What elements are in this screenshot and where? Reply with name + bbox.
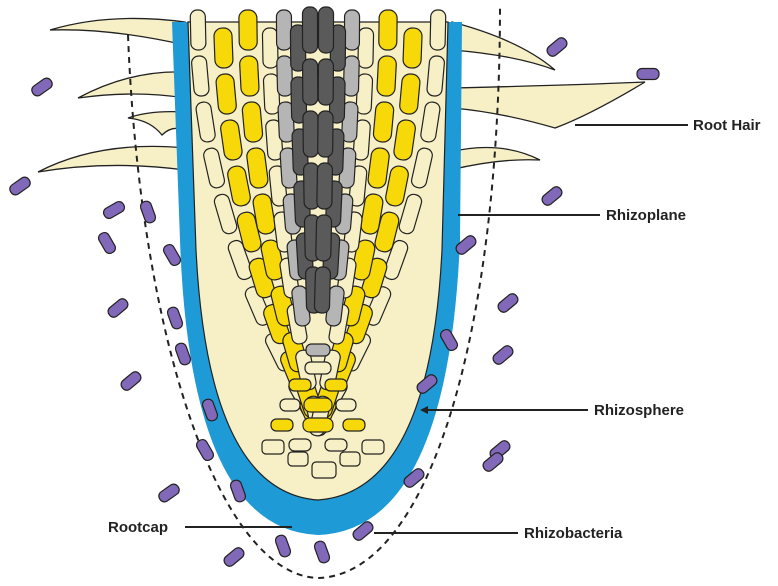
rhizobacterium: [102, 200, 127, 221]
rhizobacterium: [162, 243, 183, 268]
rootcap-cell: [362, 440, 384, 454]
rhizobacterium: [313, 540, 331, 564]
dark-cell: [317, 163, 333, 209]
epi-cell: [430, 10, 446, 50]
rhizobacterium: [166, 306, 184, 330]
rhizobacterium: [139, 200, 157, 224]
dark-cell: [318, 59, 333, 105]
meristem-cell: [289, 439, 311, 451]
meristem-cell: [303, 418, 333, 432]
rhizobacterium: [157, 482, 181, 504]
rootcap-cell: [312, 462, 336, 478]
rhizobacterium: [545, 36, 569, 59]
rhizobacterium: [274, 534, 292, 558]
label-root-hair: Root Hair: [693, 117, 761, 135]
rhizobacterium: [30, 76, 54, 98]
cortex-cell: [239, 56, 259, 97]
root-hair: [452, 22, 555, 70]
cortex-cell: [403, 28, 423, 69]
rootcap-cell: [288, 452, 308, 466]
light-cell: [344, 10, 359, 50]
cortex-cell: [215, 73, 237, 114]
rootcap-cell: [340, 452, 360, 466]
meristem-cell: [304, 398, 332, 412]
root-hair: [38, 146, 185, 172]
rhizobacterium: [491, 344, 515, 367]
root-hair: [50, 18, 185, 45]
dark-cell: [318, 111, 334, 157]
meristem-cell: [280, 399, 300, 411]
meristem-cell: [289, 379, 311, 391]
dark-cell: [318, 7, 333, 53]
dark-cell: [314, 267, 330, 313]
label-rhizobacteria: Rhizobacteria: [524, 525, 622, 543]
rhizobacterium: [8, 175, 32, 197]
dark-cell: [303, 111, 319, 157]
meristem-cell: [271, 419, 293, 431]
root-hair: [452, 82, 645, 128]
epi-cell: [358, 28, 374, 68]
cortex-cell: [214, 28, 234, 69]
cortex-cell: [242, 101, 264, 142]
rhizobacterium: [106, 297, 130, 320]
rootcap-cell: [262, 440, 284, 454]
epi-cell: [426, 55, 445, 96]
cortex-cell: [373, 101, 395, 142]
label-rhizoplane: Rhizoplane: [606, 207, 686, 225]
meristem-cell: [325, 439, 347, 451]
cortex-cell: [399, 73, 421, 114]
dark-cell: [316, 215, 332, 261]
root-hair: [450, 148, 540, 171]
dark-cell: [302, 7, 317, 53]
rhizobacterium: [496, 292, 520, 315]
meristem-cell: [336, 399, 356, 411]
epi-cell: [262, 28, 278, 68]
rhizobacterium: [540, 185, 564, 208]
rhizobacterium: [222, 546, 246, 569]
cortex-cell: [379, 10, 398, 50]
rhizobacterium: [637, 69, 659, 80]
rhizobacterium: [481, 451, 505, 474]
label-rhizosphere: Rhizosphere: [594, 402, 684, 420]
meristem-cell: [306, 344, 330, 356]
dark-cell: [303, 59, 318, 105]
epi-cell: [191, 55, 210, 96]
meristem-cell: [343, 419, 365, 431]
meristem-cell: [305, 362, 331, 374]
cortex-cell: [239, 10, 258, 50]
meristem-cell: [325, 379, 347, 391]
epi-cell: [190, 10, 206, 50]
rhizobacterium: [97, 231, 118, 256]
cortex-cell: [377, 56, 397, 97]
rhizobacterium: [119, 370, 143, 393]
label-rootcap: Rootcap: [108, 519, 168, 537]
light-cell: [276, 10, 291, 50]
